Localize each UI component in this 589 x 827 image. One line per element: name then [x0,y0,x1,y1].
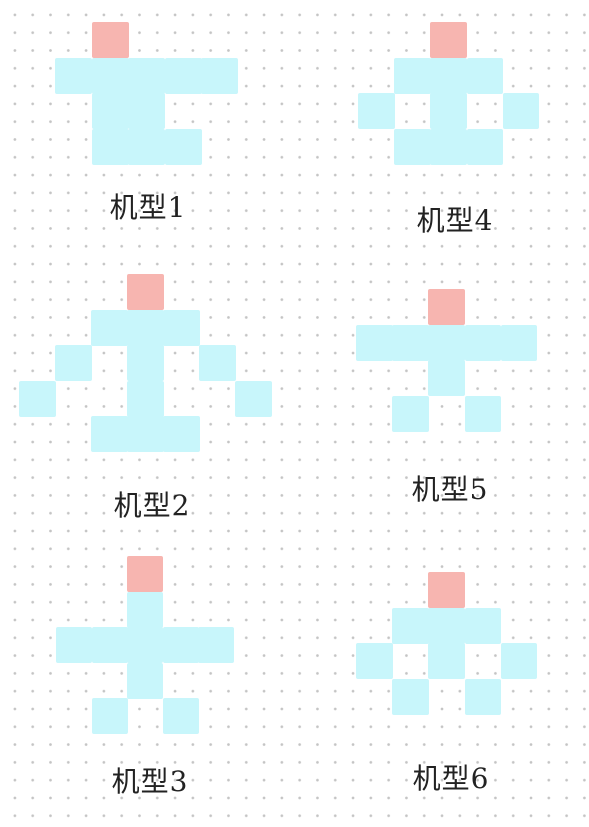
body-cell [128,57,166,94]
body-cell [198,627,235,663]
body-cell [392,395,429,432]
body-cell [91,93,129,129]
model-6-label: 机型6 [412,762,490,795]
model-3-label: 机型3 [111,765,189,798]
body-cell [466,128,504,165]
body-cell [127,345,164,381]
body-cell [164,128,202,165]
body-cell [430,93,468,129]
body-cell [91,627,128,663]
body-cell [91,128,129,165]
model-5-label: 机型5 [411,473,489,506]
head-cell [127,556,164,592]
body-cell [127,662,164,699]
body-cell [91,309,128,346]
body-cell [201,57,239,94]
body-cell [164,57,202,94]
model-2-label: 机型2 [113,489,191,522]
body-cell [127,380,164,417]
body-cell [55,345,92,381]
body-cell [358,93,395,129]
body-cell [428,643,466,679]
body-cell [128,128,166,165]
body-cell [428,607,466,644]
model-4-label: 机型4 [416,204,494,237]
body-cell [91,698,128,734]
body-cell [235,380,272,417]
body-cell [127,591,164,628]
body-cell [428,324,466,361]
body-cell [162,627,199,663]
body-cell [502,93,540,129]
body-cell [464,678,502,715]
body-cell [394,57,431,94]
body-cell [55,57,93,94]
body-cell [430,128,468,165]
head-cell [430,22,468,58]
body-cell [466,57,504,94]
body-cell [128,93,166,129]
body-cell [91,416,128,452]
body-cell [56,627,93,663]
body-cell [356,643,393,679]
body-cell [430,57,468,94]
head-cell [127,274,164,310]
body-cell [127,309,164,346]
body-cell [392,678,429,715]
body-cell [392,324,429,361]
body-cell [394,128,431,165]
head-cell [428,289,466,325]
body-cell [199,345,236,381]
body-cell [464,324,502,361]
body-cell [392,607,429,644]
model-1-label: 机型1 [109,191,187,224]
body-cell [162,698,199,734]
body-cell [163,309,200,346]
body-cell [464,395,502,432]
body-cell [356,324,393,361]
body-cell [163,416,200,452]
body-cell [500,324,538,361]
body-cell [127,627,164,663]
body-cell [428,360,466,396]
head-cell [91,22,129,58]
body-cell [500,643,538,679]
body-cell [91,57,129,94]
body-cell [127,416,164,452]
body-cell [19,380,56,417]
head-cell [428,572,466,608]
body-cell [464,607,502,644]
